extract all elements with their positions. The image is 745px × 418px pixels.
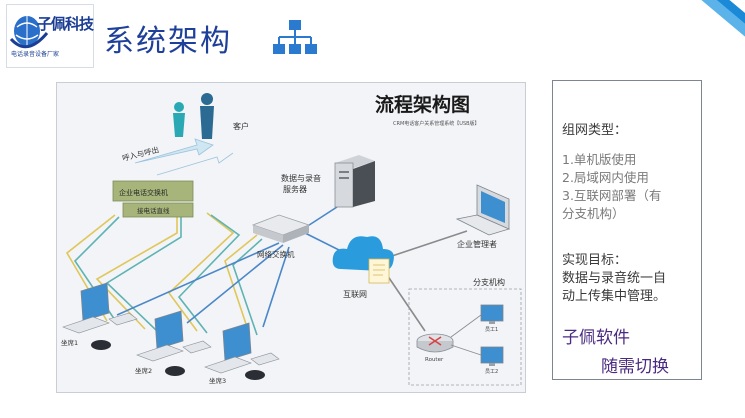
network-type-item: 分支机构） — [562, 206, 625, 221]
label-staff1: 员工1 — [485, 327, 498, 333]
diagram-title: 流程架构图 — [375, 93, 470, 116]
switch-text: 随需切换 — [601, 357, 669, 377]
label-seat1: 坐席1 — [61, 338, 78, 347]
network-switch-icon — [251, 214, 311, 243]
logo-globe-icon — [9, 16, 49, 49]
seat-computer-icon — [204, 322, 280, 380]
label-seat3: 坐席3 — [209, 376, 226, 385]
info-panel: 组网类型： 1.单机版使用 2.局域网内使用 3.互联网部署（有 分支机构） 实… — [552, 80, 702, 380]
label-branch: 分支机构 — [473, 277, 505, 287]
customer-icon — [173, 93, 214, 139]
network-type-item: 1.单机版使用 — [562, 152, 637, 167]
label-network-switch: 网络交换机 — [257, 249, 295, 259]
call-direction-arrows — [134, 138, 234, 176]
manager-laptop-icon — [455, 184, 511, 236]
internet-cloud-icon — [332, 236, 394, 284]
label-customer: 客户 — [233, 121, 249, 131]
goal-line: 动上传集中管理。 — [562, 289, 667, 304]
seat-computer-icon — [136, 310, 212, 376]
label-seat2: 坐席2 — [135, 366, 152, 375]
page-title: 系统架构 — [104, 24, 232, 59]
label-router: Router — [425, 357, 444, 363]
label-internet: 互联网 — [343, 290, 367, 299]
logo-name: 子佩科技 — [37, 15, 94, 33]
goal-label: 实现目标： — [562, 253, 628, 268]
seat-computer-icon — [62, 282, 138, 350]
diagram-subtitle: CRM电话客户关系管理系统【USB版】 — [393, 120, 480, 127]
label-manager: 企业管理者 — [457, 239, 497, 249]
label-server: 数据与录音服务器 — [281, 173, 321, 194]
architecture-diagram: 流程架构图 CRM电话客户关系管理系统【USB版】 客户 呼入与呼出 企业电话交… — [56, 82, 526, 393]
label-phone-line: 接电话直线 — [137, 206, 170, 215]
goal-line: 数据与录音统一自 — [562, 271, 667, 286]
staff-computer-icon — [450, 304, 504, 366]
server-icon — [334, 155, 375, 208]
label-pbx: 企业电话交换机 — [119, 188, 168, 197]
logo-slogan: 电话录音设备厂家 — [11, 51, 60, 58]
pbx-box — [112, 180, 194, 218]
branch-boundary — [408, 288, 522, 386]
label-staff2: 员工2 — [485, 369, 498, 375]
org-chart-icon — [273, 20, 317, 54]
brand-name: 子佩软件 — [562, 328, 630, 348]
router-icon — [416, 333, 454, 353]
corner-decoration — [687, 0, 745, 44]
network-type-item: 3.互联网部署（有 — [562, 188, 662, 203]
network-type-item: 2.局域网内使用 — [562, 170, 649, 185]
company-logo: 子佩科技 电话录音设备厂家 — [6, 4, 94, 68]
network-type-label: 组网类型： — [562, 123, 628, 138]
label-call-in-out: 呼入与呼出 — [121, 144, 160, 163]
